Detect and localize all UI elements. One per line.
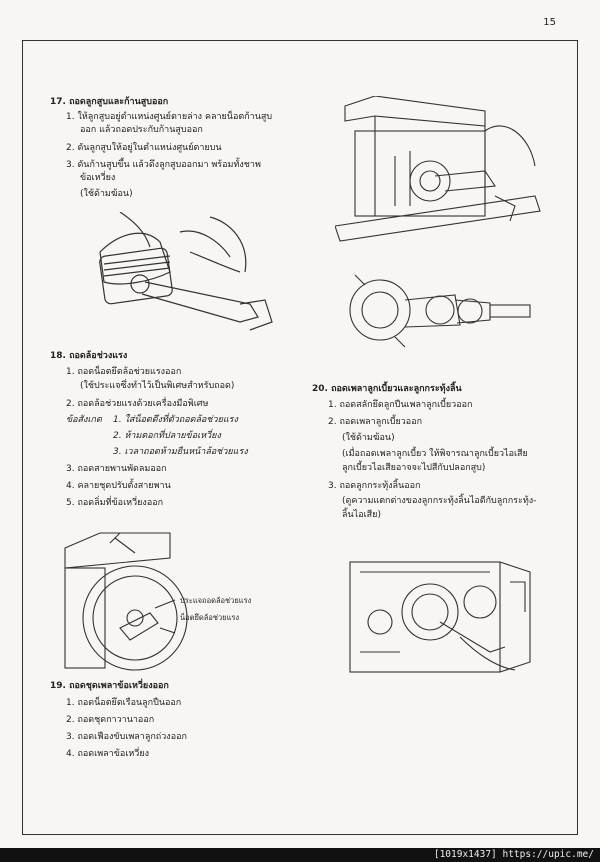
s20-step-2: 2. ถอดเพลาลูกเบี้ยวออก (328, 417, 423, 427)
s18-step-5: 5. ถอดลิ่มที่ข้อเหวี่ยงออก (66, 498, 164, 508)
s17-step-3: 3. ดันก้านสูบขึ้น แล้วดึงลูกสูบออกมา พร้… (66, 160, 261, 170)
flywheel-wrench-label: ประแจถอดล้อช่วยแรง (180, 596, 252, 605)
section-19-title: 19. ถอดชุดเพลาข้อเหวี่ยงออก (50, 681, 169, 691)
s19-step-3: 3. ถอดเฟืองขับเพลาลูกถ่วงออก (66, 732, 187, 742)
section-17-title: 17. ถอดลูกสูบและก้านสูบออก (50, 97, 169, 107)
flywheel-nut-label: น็อตยึดล้อช่วยแรง (180, 612, 239, 622)
s17-step-2: 2. ดันลูกสูบให้อยู่ในตำแหน่งศูนย์ตายบน (66, 143, 222, 153)
s18-note-2: 2. ห้ามตอกที่ปลายข้อเหวี่ยง (113, 431, 221, 441)
s20-step-3-note-2: ลิ้นไอเสีย) (342, 510, 381, 520)
s17-step-3-note: (ใช้ด้ามฆ้อน) (80, 189, 133, 199)
crankshaft-illustration (349, 274, 531, 348)
section-18-title: 18. ถอดล้อช่วงแรง (50, 351, 128, 361)
s18-step-1: 1. ถอดน็อตยึดล้อช่วยแรงออก (66, 367, 182, 377)
s18-step-4: 4. คลายชุดปรับตั้งสายพาน (66, 481, 171, 491)
s18-step-3: 3. ถอดสายพานพัดลมออก (66, 464, 167, 474)
s18-note-label: ข้อสังเกต (66, 415, 102, 425)
s17-step-1-cont: ออก แล้วถอดประกับก้านสูบออก (80, 125, 203, 135)
s18-note-1: 1. ใส่น็อตดึงที่ตัวถอดล้อช่วยแรง (113, 415, 238, 425)
s18-step-2: 2. ถอดล้อช่วยแรงด้วยเครื่องมือพิเศษ (66, 399, 209, 409)
s17-step-1: 1. ให้ลูกสูบอยู่ตำแหน่งศูนย์ตายล่าง คลาย… (66, 112, 273, 122)
s20-step-2-note-1: (ใช้ด้ามฆ้อน) (342, 433, 395, 443)
s19-step-1: 1. ถอดน็อตยึดเรือนลูกปืนออก (66, 698, 182, 708)
s18-note-3: 3. เวลาถอดห้ามยืนหน้าล้อช่วยแรง (113, 447, 248, 457)
s20-step-2-note-2: (เมื่อถอดเพลาลูกเบี้ยว ให้พิจารณาลูกเบี้… (342, 449, 528, 459)
s19-step-4: 4. ถอดเพลาข้อเหวี่ยง (66, 749, 150, 759)
camshaft-removal-illustration (349, 561, 531, 673)
image-host-footer: [1019x1437] https://upic.me/ (0, 848, 600, 862)
page-frame (22, 40, 578, 835)
s19-step-2: 2. ถอดชุดกาวานาออก (66, 715, 155, 725)
flywheel-removal-illustration: ประแจถอดล้อช่วยแรง น็อตยึดล้อช่วยแรง (64, 532, 252, 671)
engine-block-illustration (335, 96, 541, 242)
piston-rod-illustration (99, 212, 273, 331)
s18-step-1-note: (ใช้ประแจซึ่งทำไว้เป็นพิเศษสำหรับถอด) (80, 381, 235, 391)
s17-step-3-cont: ข้อเหวี่ยง (80, 173, 116, 183)
s20-step-3-note-1: (ดูความแตกต่างของลูกกระทุ้งลิ้นไอดีกับลู… (342, 496, 537, 506)
s20-step-1: 1. ถอดสลักยึดลูกปืนเพลาลูกเบี้ยวออก (328, 400, 473, 410)
s20-step-2-note-3: ลูกเบี้ยวไอเสียอาจจะไปสีกับปลอกสูบ) (342, 463, 486, 473)
footer-text: [1019x1437] https://upic.me/ (433, 849, 594, 860)
page-number: 15 (543, 17, 556, 28)
section-20-title: 20. ถอดเพลาลูกเบี้ยวและลูกกระทุ้งลิ้น (312, 384, 462, 394)
s20-step-3: 3. ถอดลูกกระทุ้งลิ้นออก (328, 481, 421, 491)
